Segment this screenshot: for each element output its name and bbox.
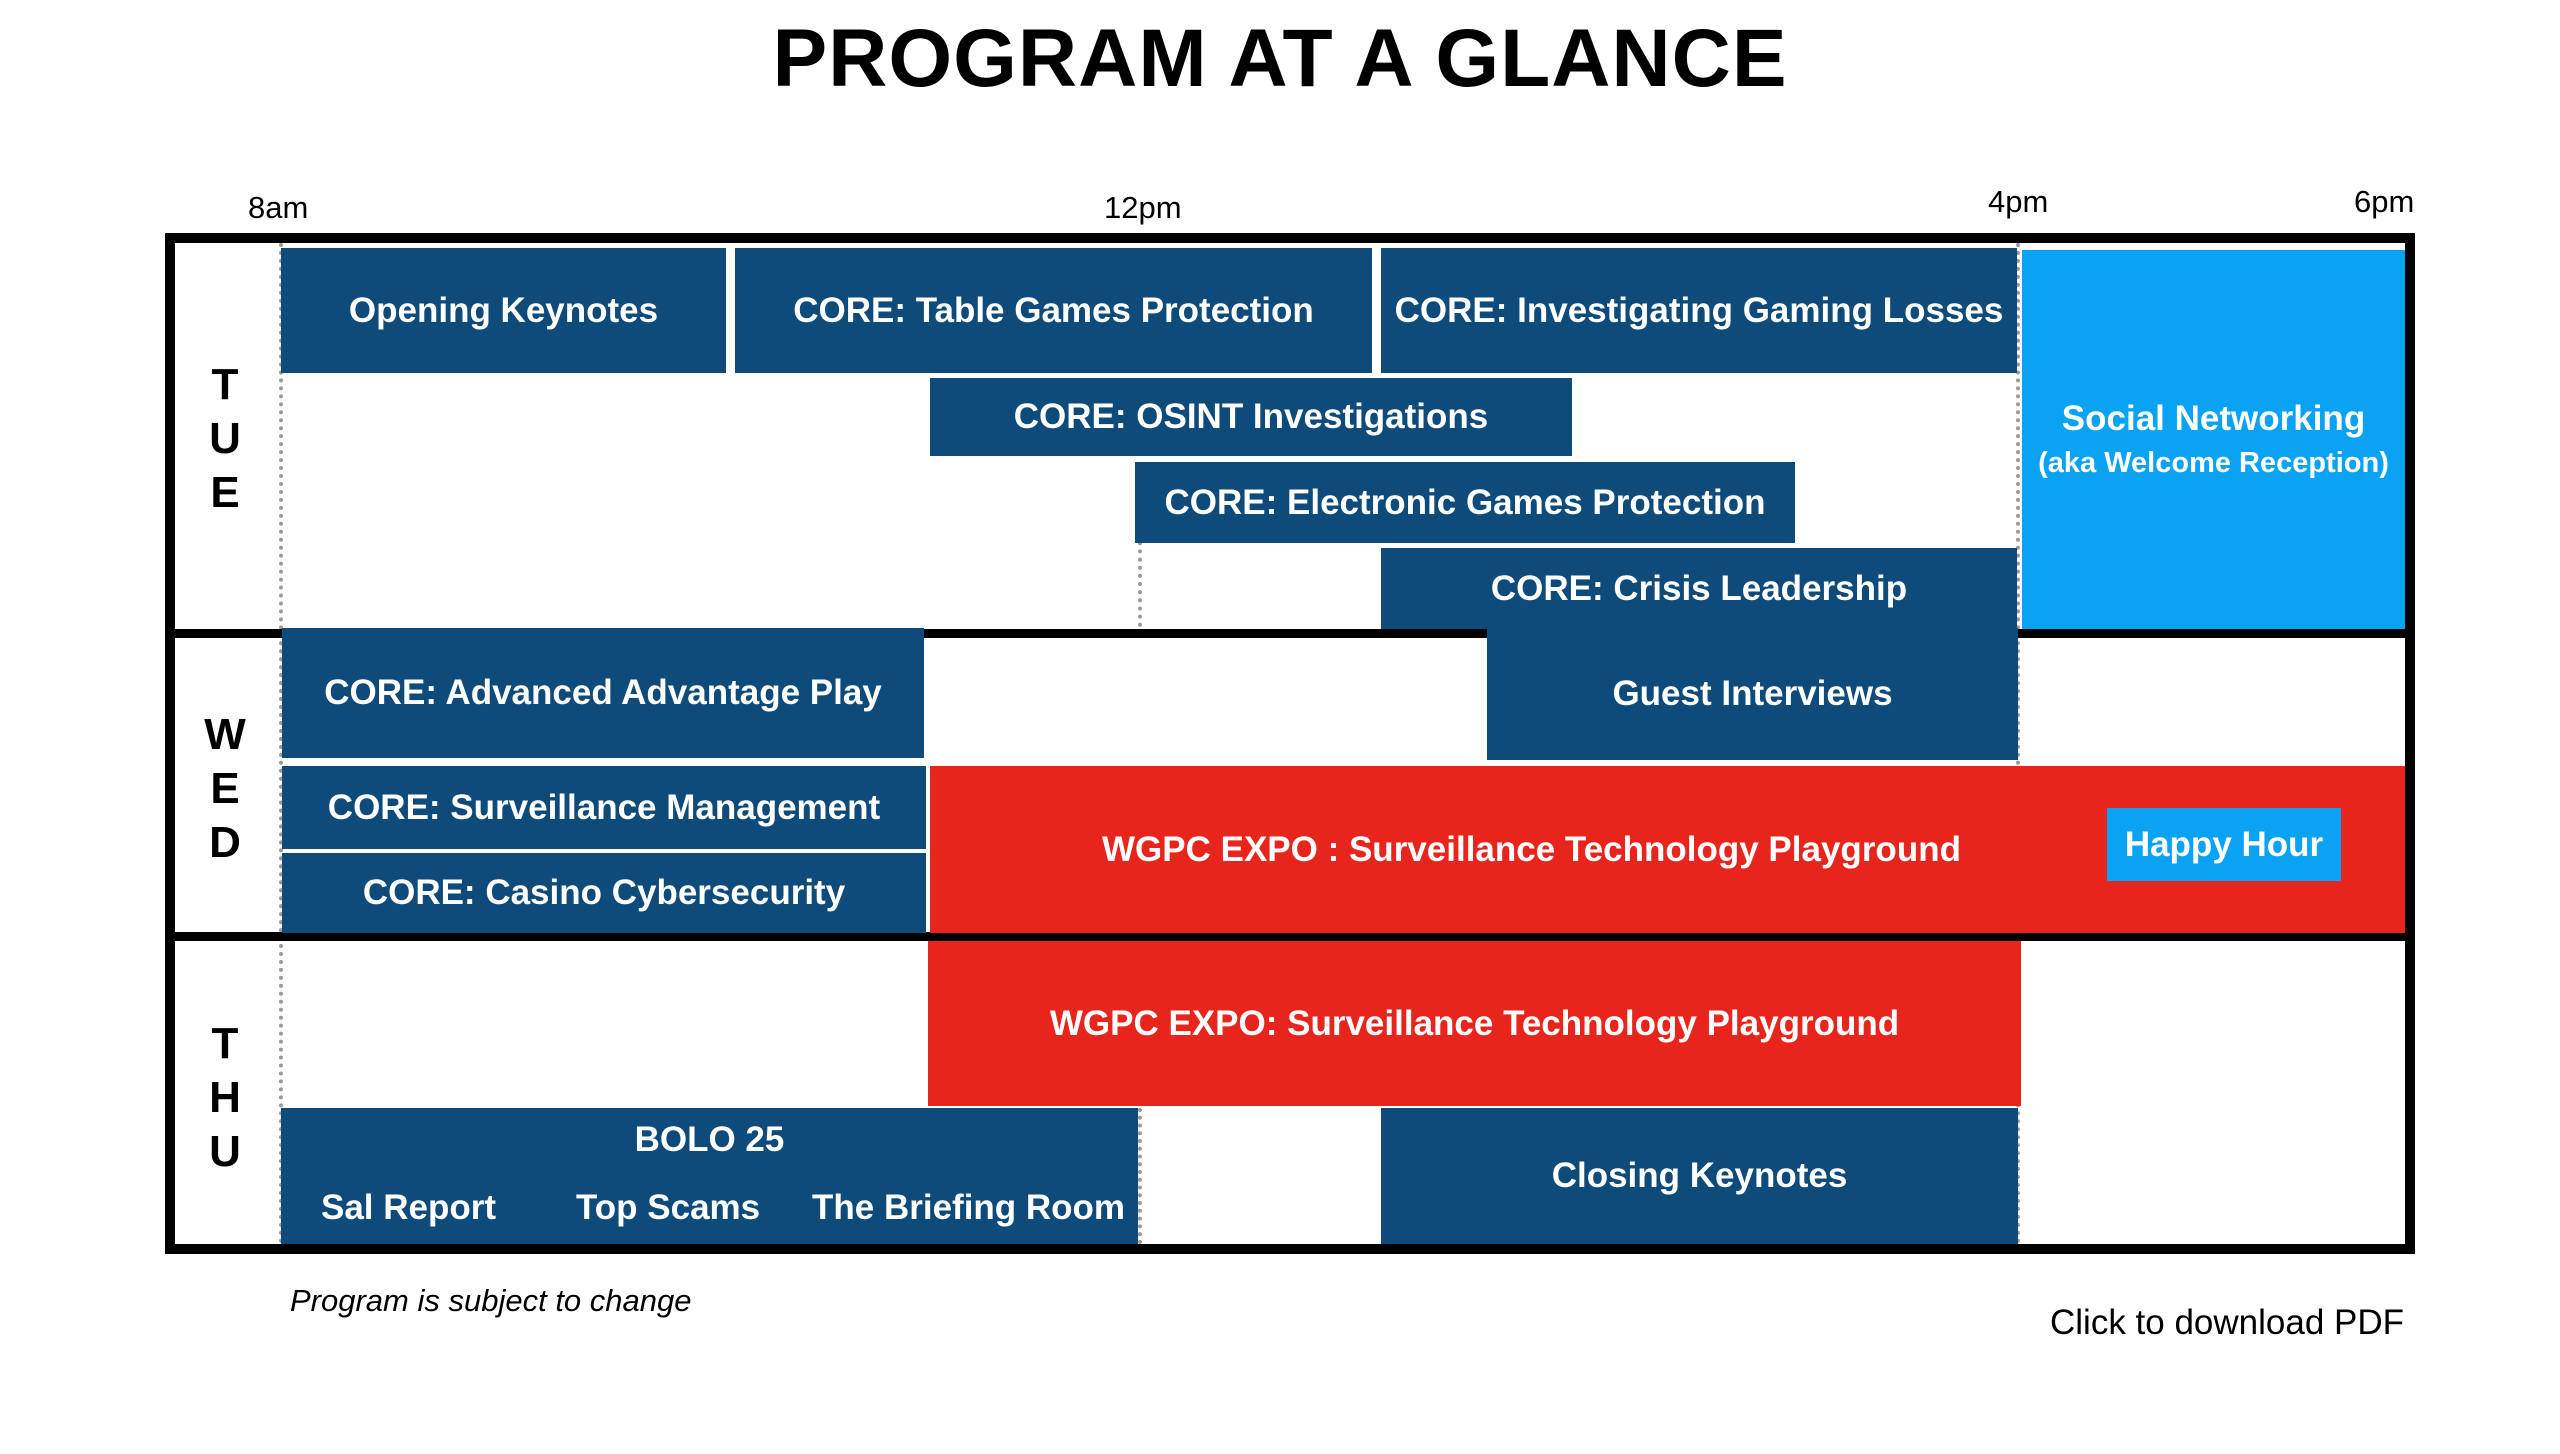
session-label: Guest Interviews bbox=[1612, 674, 1893, 713]
gridline-12pm-tue bbox=[1138, 525, 1142, 635]
time-label-6pm: 6pm bbox=[2354, 184, 2415, 219]
day-divider-wed-thu bbox=[165, 932, 2415, 941]
session-label: CORE: Table Games Protection bbox=[793, 290, 1314, 330]
session-wgpc-expo-thu[interactable]: WGPC EXPO: Surveillance Technology Playg… bbox=[928, 941, 2021, 1106]
session-label: CORE: Electronic Games Protection bbox=[1164, 482, 1766, 522]
session-table-games-protection[interactable]: CORE: Table Games Protection bbox=[735, 248, 1372, 373]
session-label: CORE: Surveillance Management bbox=[327, 787, 881, 827]
session-label: CORE: Casino Cybersecurity bbox=[362, 873, 846, 912]
session-closing-keynotes[interactable]: Closing Keynotes bbox=[1381, 1108, 2018, 1244]
session-label: CORE: OSINT Investigations bbox=[1013, 397, 1489, 436]
bolo-item-top-scams: Top Scams bbox=[576, 1188, 761, 1227]
page-title: PROGRAM AT A GLANCE bbox=[772, 13, 1788, 104]
session-advanced-advantage-play[interactable]: CORE: Advanced Advantage Play bbox=[282, 628, 924, 758]
session-label: WGPC EXPO: Surveillance Technology Playg… bbox=[1049, 1003, 1900, 1043]
day-label-tue: T U E bbox=[209, 360, 241, 517]
session-crisis-leadership[interactable]: CORE: Crisis Leadership bbox=[1381, 548, 2017, 629]
day-label-wed: W E D bbox=[204, 710, 246, 867]
session-sublabel: (aka Welcome Reception) bbox=[2038, 447, 2389, 479]
session-label: Opening Keynotes bbox=[348, 290, 659, 330]
session-casino-cybersecurity[interactable]: CORE: Casino Cybersecurity bbox=[282, 853, 926, 933]
session-label: Social Networking bbox=[2061, 399, 2366, 438]
download-pdf-link[interactable]: Click to download PDF bbox=[2050, 1303, 2405, 1342]
bolo-item-briefing-room: The Briefing Room bbox=[812, 1188, 1126, 1227]
session-osint-investigations[interactable]: CORE: OSINT Investigations bbox=[930, 378, 1572, 456]
session-label: CORE: Advanced Advantage Play bbox=[324, 673, 882, 712]
time-label-8am: 8am bbox=[248, 190, 309, 225]
day-divider-tue-wed bbox=[165, 629, 2415, 638]
session-bolo-25[interactable]: BOLO 25 Sal Report Top Scams The Briefin… bbox=[281, 1108, 1138, 1244]
session-label: WGPC EXPO : Surveillance Technology Play… bbox=[1102, 829, 1961, 869]
session-happy-hour[interactable]: Happy Hour bbox=[2107, 808, 2341, 881]
session-investigating-gaming-losses[interactable]: CORE: Investigating Gaming Losses bbox=[1381, 248, 2017, 373]
session-label: Happy Hour bbox=[2124, 824, 2324, 864]
gridline-8am bbox=[279, 243, 283, 1244]
session-opening-keynotes[interactable]: Opening Keynotes bbox=[281, 248, 726, 373]
gridline-4pm bbox=[2016, 243, 2020, 1244]
time-label-4pm: 4pm bbox=[1988, 184, 2049, 219]
session-electronic-games-protection[interactable]: CORE: Electronic Games Protection bbox=[1135, 462, 1795, 543]
day-label-thu: T H U bbox=[209, 1019, 241, 1176]
session-guest-interviews[interactable]: Guest Interviews bbox=[1487, 628, 2018, 760]
program-subject-note: Program is subject to change bbox=[290, 1283, 692, 1318]
gridline-12pm-thu bbox=[1138, 1108, 1142, 1244]
bolo-item-sal-report: Sal Report bbox=[321, 1188, 497, 1227]
bolo-title: BOLO 25 bbox=[634, 1120, 785, 1159]
time-label-12pm: 12pm bbox=[1104, 190, 1182, 225]
session-label: CORE: Investigating Gaming Losses bbox=[1394, 290, 2004, 330]
session-surveillance-management[interactable]: CORE: Surveillance Management bbox=[282, 766, 926, 849]
session-label: CORE: Crisis Leadership bbox=[1490, 568, 1908, 608]
session-label: Closing Keynotes bbox=[1551, 1156, 1848, 1195]
session-social-networking[interactable]: Social Networking (aka Welcome Reception… bbox=[2022, 250, 2405, 629]
